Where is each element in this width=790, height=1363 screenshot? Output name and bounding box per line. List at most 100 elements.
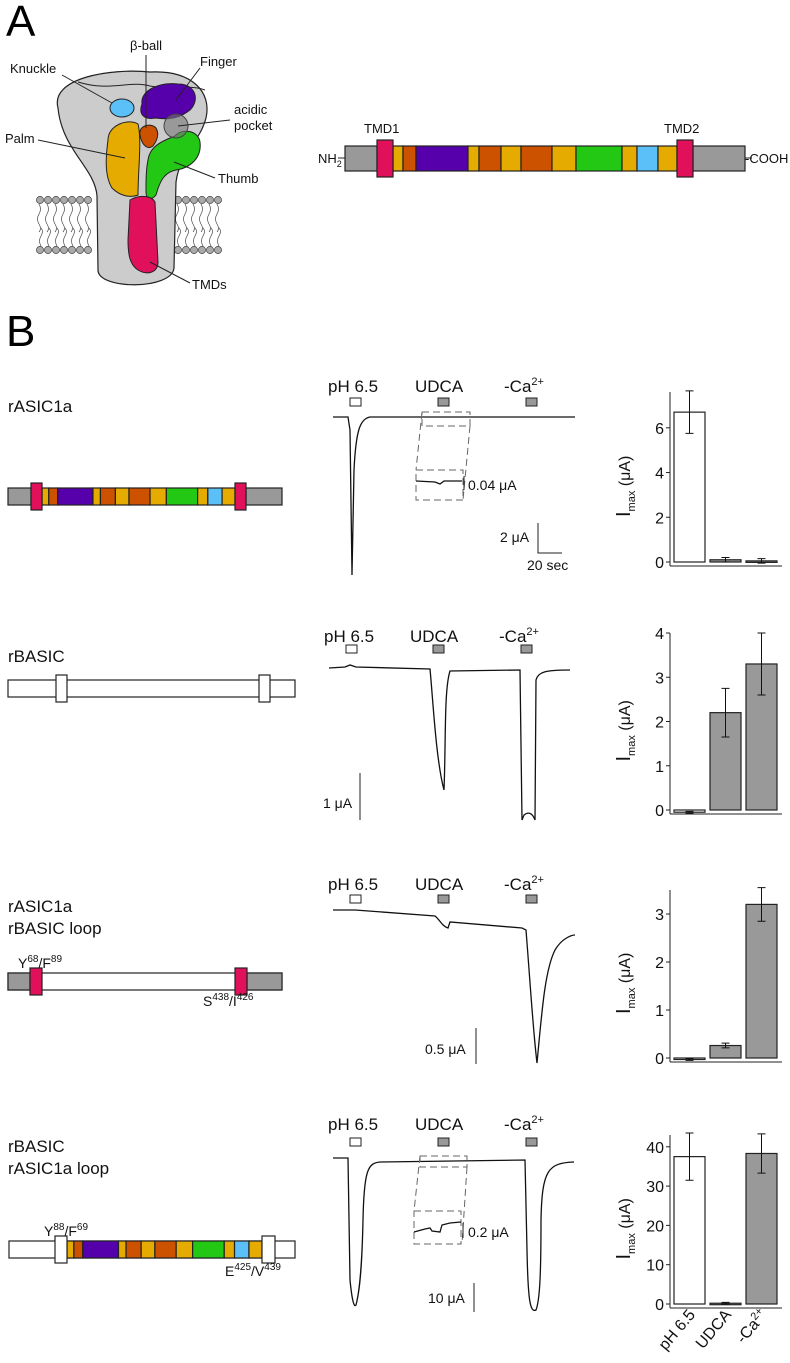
y-tick-label: 4 bbox=[655, 466, 664, 483]
label-tmd2: TMD2 bbox=[664, 121, 699, 136]
y-tick-label: 1 bbox=[655, 1003, 664, 1020]
loop-segment bbox=[149, 487, 167, 506]
loop-segment bbox=[500, 145, 522, 172]
loop-segment bbox=[478, 145, 502, 172]
label-finger: Finger bbox=[200, 54, 238, 69]
loop-segment bbox=[114, 487, 130, 506]
domain-segment bbox=[7, 487, 32, 506]
udca-application-bar bbox=[432, 644, 445, 654]
loop-segment bbox=[221, 487, 236, 506]
stim-label-udca: UDCA bbox=[410, 627, 459, 646]
error-bar bbox=[685, 1057, 694, 1061]
lipid-tail bbox=[61, 203, 67, 247]
loop-segment bbox=[165, 487, 199, 506]
y-tick-label: 0 bbox=[655, 803, 664, 820]
y-tick-label: 0 bbox=[655, 555, 664, 572]
lipid-head bbox=[190, 196, 198, 204]
stim-label-udca: UDCA bbox=[415, 377, 464, 396]
n-terminal-segment bbox=[344, 145, 378, 172]
loop-segment bbox=[467, 145, 480, 172]
lipid-head bbox=[44, 196, 52, 204]
lipid-head bbox=[52, 246, 60, 254]
scale-y-row4: 10 μA bbox=[428, 1290, 466, 1306]
trace-row1 bbox=[333, 416, 575, 576]
inset-box-row4 bbox=[413, 1210, 462, 1245]
lipid-tail bbox=[183, 203, 189, 247]
ca-free-application-bar bbox=[525, 397, 538, 407]
ca-free-application-bar bbox=[525, 894, 538, 904]
lipid-head bbox=[84, 246, 92, 254]
error-bar bbox=[685, 1132, 694, 1181]
lipid-head bbox=[182, 196, 190, 204]
acidic-pocket bbox=[163, 113, 189, 139]
row1-construct-name: rASIC1a bbox=[8, 397, 73, 416]
row4-site-right: E425/V439 bbox=[225, 1262, 281, 1279]
tmd1-segment bbox=[30, 482, 43, 511]
y-tick-label: 0 bbox=[655, 1051, 664, 1068]
loop-segment bbox=[520, 145, 553, 172]
lipid-head bbox=[68, 246, 76, 254]
loop-segment bbox=[117, 1240, 127, 1259]
loop-segment bbox=[233, 1240, 250, 1259]
lipid-tail bbox=[85, 203, 91, 247]
asic-cartoon: Knuckle β-ball Finger acidic pocket Palm… bbox=[5, 38, 273, 292]
inset-scale-row4: 0.2 μA bbox=[468, 1224, 509, 1240]
loop-segment bbox=[223, 1240, 236, 1259]
loop-segment bbox=[73, 1240, 84, 1259]
y-axis-label: Imax (μA) bbox=[613, 700, 638, 761]
lipid-head bbox=[174, 246, 182, 254]
lipid-tail bbox=[69, 203, 75, 247]
tmd2-segment bbox=[258, 674, 271, 703]
lipid-head bbox=[84, 196, 92, 204]
stim-label-ph: pH 6.5 bbox=[328, 875, 378, 894]
error-bar bbox=[757, 558, 766, 564]
y-tick-label: 3 bbox=[655, 670, 664, 687]
panel-a-letter: A bbox=[6, 0, 36, 46]
ca-free-application-bar bbox=[520, 644, 533, 654]
y-tick-label: 4 bbox=[655, 626, 664, 643]
label-acidic: acidic bbox=[234, 102, 268, 117]
label-tmds: TMDs bbox=[192, 277, 227, 292]
bar-ph bbox=[673, 1156, 706, 1305]
row3-construct-name: rASIC1a bbox=[8, 897, 73, 916]
scale-y-row1: 2 μA bbox=[500, 529, 530, 545]
error-bar bbox=[721, 1301, 730, 1305]
loop-segment bbox=[57, 487, 94, 506]
loop-segment bbox=[402, 145, 417, 172]
lipid-head bbox=[190, 246, 198, 254]
tmd2-segment bbox=[234, 967, 248, 996]
stim-label-ca: -Ca2+ bbox=[504, 1114, 544, 1134]
domain-segment bbox=[246, 972, 283, 991]
tmd2-segment bbox=[234, 482, 247, 511]
row4-construct-name-2: rASIC1a loop bbox=[8, 1159, 109, 1178]
error-bar bbox=[721, 1042, 730, 1049]
y-axis-label: Imax (μA) bbox=[613, 456, 638, 517]
construct-diagrams bbox=[7, 482, 296, 1264]
knuckle-domain bbox=[109, 98, 135, 118]
inset-scale-row1: 0.04 μA bbox=[468, 477, 517, 493]
stim-label-udca: UDCA bbox=[415, 875, 464, 894]
ph-application-bar bbox=[349, 1137, 362, 1147]
scale-bar-row1 bbox=[537, 523, 562, 554]
row4-site-left: Y88/F69 bbox=[44, 1222, 88, 1239]
y-tick-label: 6 bbox=[655, 421, 664, 438]
loop-segment bbox=[41, 487, 50, 506]
stim-label-ph: pH 6.5 bbox=[324, 627, 374, 646]
lipid-head bbox=[206, 246, 214, 254]
loop-segment bbox=[392, 145, 404, 172]
error-bar bbox=[721, 557, 730, 563]
lipid-tail bbox=[191, 203, 197, 247]
domain-segment bbox=[7, 972, 31, 991]
row3-site-left: Y68/F89 bbox=[18, 954, 62, 971]
x-tick-label: -Ca2+ bbox=[732, 1305, 771, 1347]
lipid-head bbox=[206, 196, 214, 204]
lipid-head bbox=[44, 246, 52, 254]
lipid-tail bbox=[45, 203, 51, 247]
trace-row3 bbox=[333, 909, 576, 1064]
inset-trace-row1 bbox=[415, 480, 462, 485]
loop-segment bbox=[415, 145, 469, 172]
label-nterm: NH2 bbox=[318, 151, 342, 169]
